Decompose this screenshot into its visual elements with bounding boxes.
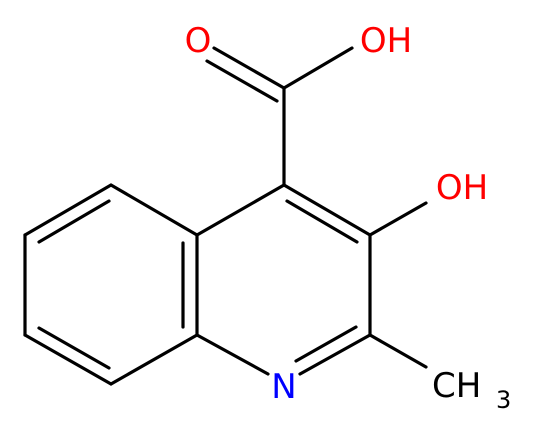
bond-c7-c8-inner (37, 326, 111, 370)
ring-nitrogen-label: N (271, 367, 296, 407)
bond-c2-n1 (298, 333, 372, 376)
bond-c3-oh (368, 201, 428, 237)
bond-carboxyl-c-oh (282, 46, 354, 90)
bond-c8-c8a (109, 333, 199, 386)
bond-c4a-c4 (195, 183, 286, 237)
bond-n1-c8a (195, 333, 270, 376)
bond-c4-c3-inner (285, 199, 359, 244)
bond-c7-c8 (23, 333, 113, 386)
bond-c5-c6 (23, 183, 113, 237)
bond-c4a-c5 (109, 183, 199, 237)
bond-carboxyl-c-o-b (205, 59, 279, 103)
methyl-label: CH (432, 366, 481, 406)
bond-carboxyl-c-o-a (212, 46, 286, 90)
bond-c5-c6-inner (37, 199, 111, 244)
acid-hydroxyl-label: OH (360, 21, 412, 61)
bond-c2-methyl (368, 333, 428, 369)
bond-c2-n1-inner (294, 325, 358, 363)
bond-c4-c3 (282, 183, 372, 237)
bond-lines (23, 46, 428, 386)
ring-hydroxyl-label: OH (436, 168, 488, 208)
methyl-subscript: 3 (496, 386, 511, 414)
carbonyl-oxygen-label: O (185, 21, 212, 61)
